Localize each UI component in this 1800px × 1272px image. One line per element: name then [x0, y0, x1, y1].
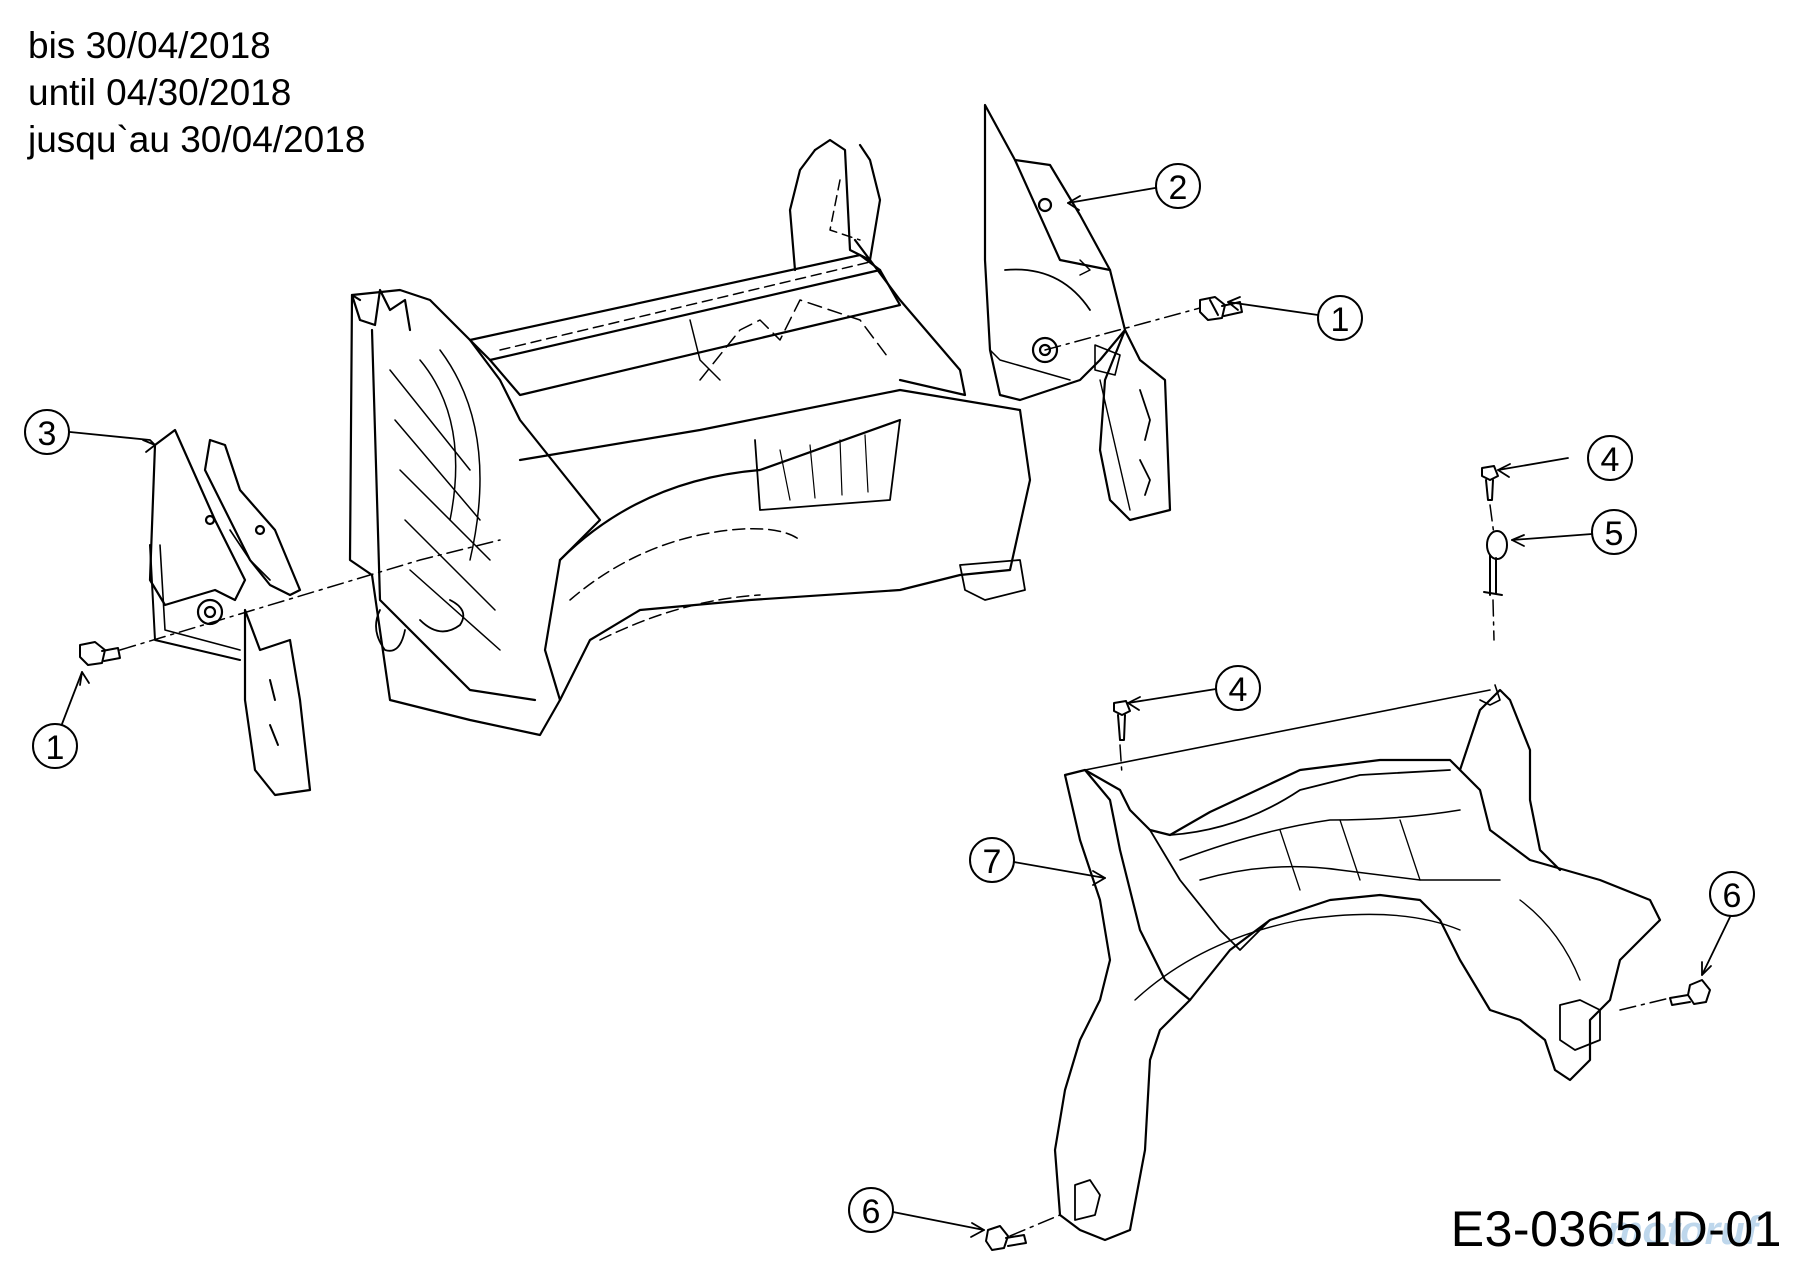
drawing-code: E3-03651D-01 — [1450, 1201, 1782, 1257]
date-note-french: jusqu`au 30/04/2018 — [28, 119, 366, 160]
callout-number-5: 5 — [1605, 515, 1624, 553]
date-note-english: until 04/30/2018 — [28, 72, 292, 113]
callout-circles — [24, 163, 1755, 1233]
callout-number-4-mid: 4 — [1229, 671, 1248, 709]
callout-number-7: 7 — [983, 843, 1002, 881]
right-side-bracket — [983, 103, 1172, 522]
pin-part-5 — [1483, 530, 1508, 596]
leader-lines — [61, 187, 1731, 1238]
callout-circle-1-left — [32, 723, 78, 769]
assembly-axis-lines — [119, 307, 1671, 1237]
screw-part-6-bottom — [985, 1225, 1027, 1251]
callout-circle-4-mid — [1215, 665, 1261, 711]
callout-number-6-right: 6 — [1723, 877, 1742, 915]
callout-number-3: 3 — [38, 415, 57, 453]
callout-circle-6-right — [1709, 871, 1755, 917]
callout-circle-3 — [24, 409, 70, 455]
screw-part-4-upper — [1481, 465, 1499, 501]
callout-circle-1-top — [1317, 295, 1363, 341]
callout-circle-6-bottom — [848, 1187, 894, 1233]
date-note-german: bis 30/04/2018 — [28, 25, 271, 66]
callout-number-4-top: 4 — [1601, 441, 1620, 479]
housing-frame — [348, 138, 1032, 737]
discharge-chute — [1053, 684, 1662, 1242]
screw-part-1-lower — [79, 641, 121, 666]
callout-number-6-bottom: 6 — [862, 1193, 881, 1231]
date-notes: bis 30/04/2018 until 04/30/2018 jusqu`au… — [28, 22, 365, 163]
callout-circle-4-top — [1587, 435, 1633, 481]
watermark-logo: motoruf — [1606, 1209, 1758, 1253]
callout-number-1-left: 1 — [46, 729, 65, 767]
left-side-bracket — [148, 428, 312, 797]
callout-circle-5 — [1591, 509, 1637, 555]
callout-circle-2 — [1155, 163, 1201, 209]
callout-number-1-top: 1 — [1331, 301, 1350, 339]
callout-number-2: 2 — [1169, 169, 1188, 207]
screw-part-6-right — [1669, 979, 1711, 1006]
callout-circle-7 — [969, 837, 1015, 883]
screw-part-4-lower — [1113, 700, 1131, 741]
